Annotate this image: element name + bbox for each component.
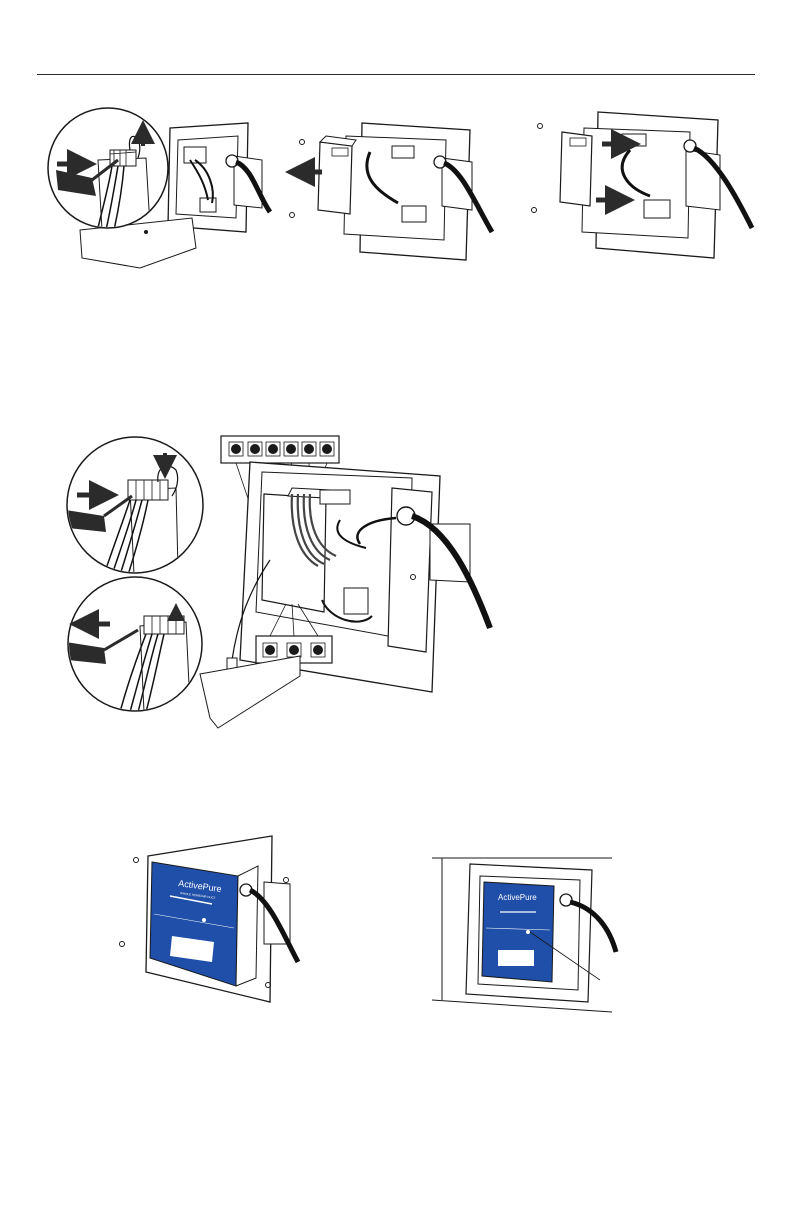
figure-1	[48, 108, 270, 268]
figure-6: ActivePure	[432, 858, 616, 1012]
figure-2	[290, 123, 493, 260]
brand-logo-text: ActivePure	[498, 893, 537, 902]
figure-4	[66, 436, 490, 728]
device-front-panel: ActivePure	[482, 882, 554, 982]
figure-5: ActivePure WHOLE HOME/AIR DUCT	[120, 836, 299, 1002]
figure-3	[532, 112, 753, 258]
